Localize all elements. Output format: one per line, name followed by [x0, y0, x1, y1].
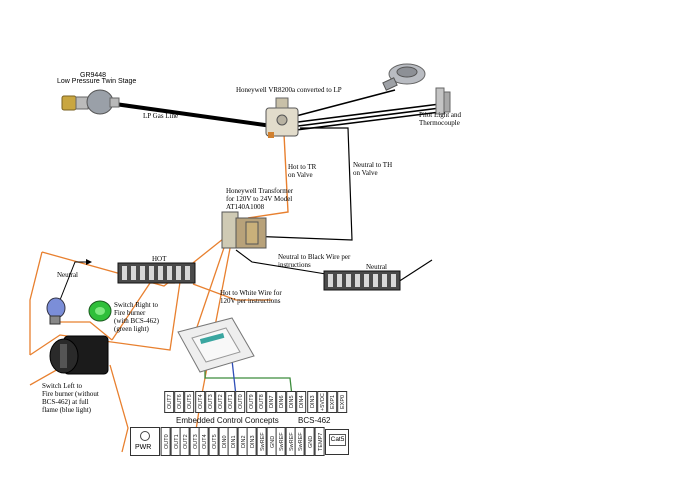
gas-valve: [265, 97, 299, 138]
neutral-to-th-label: Neutral to TH on Valve: [353, 161, 393, 177]
top-pin: OUT6: [174, 391, 185, 413]
pilot-tubes: [295, 89, 441, 131]
top-pin: OUT9: [245, 391, 256, 413]
bottom-pin: OUT3: [189, 427, 200, 456]
neutral-wire-label: Neutral: [57, 271, 78, 279]
bottom-pin: DIN0: [218, 427, 229, 456]
green-light: [88, 300, 112, 322]
top-pin: EXP0: [337, 391, 348, 413]
bottom-pin: DIN2: [237, 427, 248, 456]
transformer: [221, 211, 267, 249]
bottom-pin: OUT2: [180, 427, 190, 456]
bottom-pin: OUT5: [208, 427, 219, 456]
top-pin: DIN4: [296, 391, 307, 413]
neutral-black-label: Neutral to Black Wire per instructions: [278, 253, 351, 269]
bottom-pin: SwREF: [256, 427, 267, 456]
top-pin: OUT4: [194, 391, 205, 413]
lp-gas-line: [114, 102, 273, 128]
bottom-pin: SwREF: [295, 427, 305, 456]
solid-state-relay: [177, 317, 255, 373]
hot-white-label: Hot to White Wire for 120V per instructi…: [220, 289, 282, 305]
hot-to-tr-label: Hot to TR on Valve: [288, 163, 317, 179]
bottom-pin: SwREF: [285, 427, 296, 456]
bottom-pin: OUT1: [170, 427, 181, 456]
top-pin: EXP1: [327, 391, 338, 413]
regulator-part-label: GR9448: [80, 72, 107, 79]
hot-to-tr-wire: [247, 133, 289, 219]
bottom-pin: GND: [266, 427, 277, 456]
neutral-terminal-block: [323, 270, 401, 291]
hot-terminal-block: [117, 262, 196, 284]
switch-right-label: Switch Right to Fire burner (with BCS-46…: [114, 301, 159, 333]
bottom-pin: DIN3: [247, 427, 257, 456]
pilot-label: Pilot Light and Thermocouple: [419, 111, 461, 127]
gas-burner: [382, 63, 426, 91]
top-pin: OUT5: [184, 391, 195, 413]
lp-line-label: LP Gas Line: [143, 112, 179, 120]
cat5-port: Cat5: [325, 429, 349, 455]
neutral-arrow-head: [86, 259, 92, 265]
top-pin: OUT3: [204, 391, 215, 413]
board-model: BCS-462: [298, 416, 331, 425]
neutral-block-wire: [397, 259, 433, 283]
pilot-assembly: [435, 87, 451, 115]
top-pin: DIN3: [306, 391, 317, 413]
hot-block-label: HOT: [152, 255, 167, 263]
valve-label: Honeywell VR8200a converted to LP: [236, 86, 342, 94]
neutral-block-label: Neutral: [366, 263, 387, 271]
transformer-neutral-wire: [235, 249, 333, 276]
board-brand: Embedded Control Concepts: [176, 416, 279, 425]
top-pin: +5VDC: [316, 391, 327, 413]
ssr-blue-wire: [231, 359, 237, 397]
bottom-pin: SwREF: [276, 427, 286, 456]
top-pin: OUT7: [164, 391, 175, 413]
top-pin: DIN6: [276, 391, 287, 413]
top-pin: DIN5: [286, 391, 297, 413]
switch-left-label: Switch Left to Fire burner (without BCS-…: [42, 382, 99, 414]
top-pin: DIN7: [265, 391, 277, 413]
transformer-label: Honeywell Transformer for 120V to 24V Mo…: [226, 187, 294, 211]
top-pin: OUT8: [255, 391, 266, 413]
gas-regulator: [61, 89, 120, 115]
top-pin: OUT2: [214, 391, 226, 413]
pwr-led-box: PWR: [130, 427, 160, 456]
pwr-label: PWR: [135, 444, 152, 451]
neutral-to-th-wire: [247, 127, 353, 241]
bottom-pin: TEMP7: [314, 427, 325, 456]
top-pin: OUT0: [235, 391, 246, 413]
bottom-pin: DIN1: [228, 427, 238, 456]
selector-switch: [49, 335, 109, 375]
cat5-label: Cat5: [329, 434, 346, 446]
neutral-arrow-line: [59, 261, 86, 301]
blue-light: [46, 297, 66, 325]
regulator-name-label: Low Pressure Twin Stage: [57, 78, 137, 85]
top-pin: OUT1: [225, 391, 236, 413]
bottom-pin: OUT0: [161, 427, 171, 456]
bottom-pin: OUT4: [199, 427, 209, 456]
pwr-led-icon: [140, 431, 150, 441]
bottom-pin: GND: [304, 427, 315, 456]
